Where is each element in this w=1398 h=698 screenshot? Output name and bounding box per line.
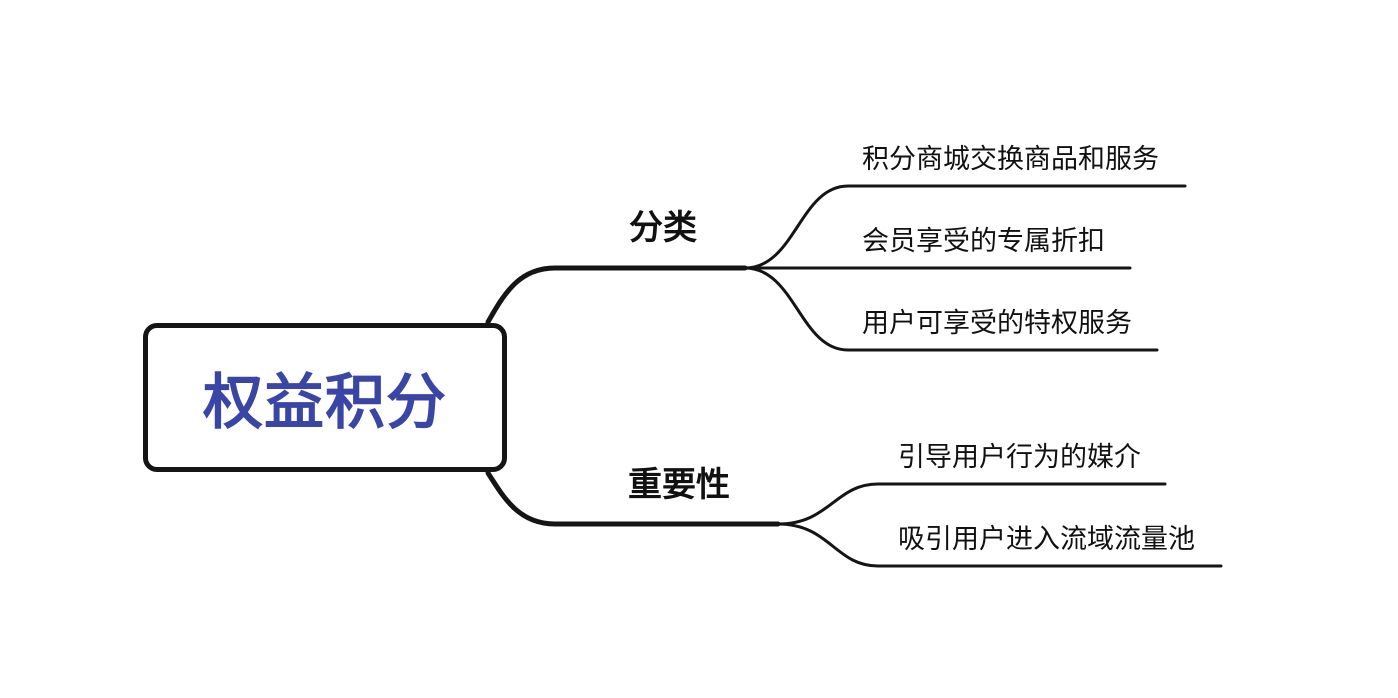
leaf-label-points-mall[interactable]: 积分商城交换商品和服务 [862,144,1159,175]
leaf-label-behavior-guide[interactable]: 引导用户行为的媒介 [898,442,1141,473]
connector-category-to-leaf-3 [743,266,1159,352]
connector-importance-to-leaf-1 [776,482,1167,526]
leaf-label-traffic-pool[interactable]: 吸引用户进入流域流量池 [898,524,1195,555]
connector-category-to-leaf-1 [743,184,1187,270]
leaf-label-privilege-service[interactable]: 用户可享受的特权服务 [862,308,1132,339]
branch-label-importance[interactable]: 重要性 [628,465,730,505]
connector-root-to-importance [485,470,781,527]
leaf-label-member-discount[interactable]: 会员享受的专属折扣 [862,226,1105,257]
root-node-label: 权益积分 [203,368,447,438]
root-node[interactable]: 权益积分 [143,323,507,472]
connector-root-to-category [485,265,748,325]
branch-label-category[interactable]: 分类 [629,208,697,248]
connector-importance-to-leaf-2 [776,522,1223,568]
